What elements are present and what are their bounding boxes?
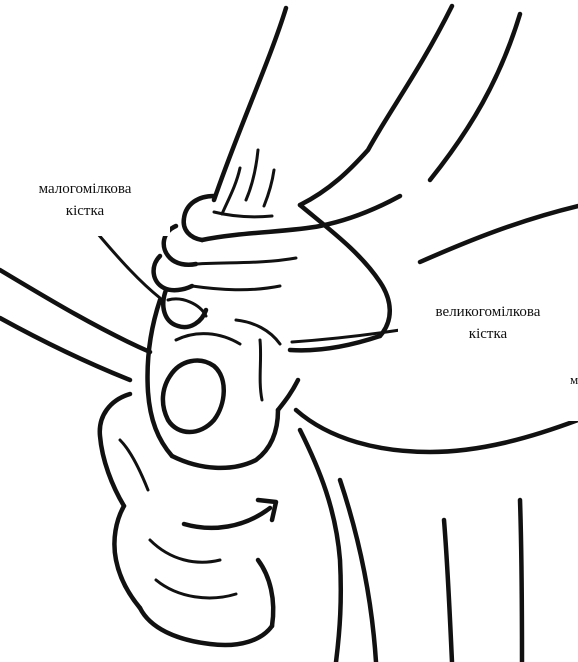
rotation-arrow [184,500,276,528]
fibula-label: малогомілкова кістка [0,176,170,236]
fibula-label-line1: малогомілкова [0,178,170,200]
fibula-label-line2: кістка [0,200,170,222]
cut-off-label: м [548,355,578,421]
tibia-label-line1: великогомілкова [398,301,578,323]
femur-shaft-outline [0,270,150,380]
tibia-label-line2: кістка [398,323,578,345]
lower-leg-outline [296,206,578,662]
cut-off-label-text: м [548,355,578,391]
